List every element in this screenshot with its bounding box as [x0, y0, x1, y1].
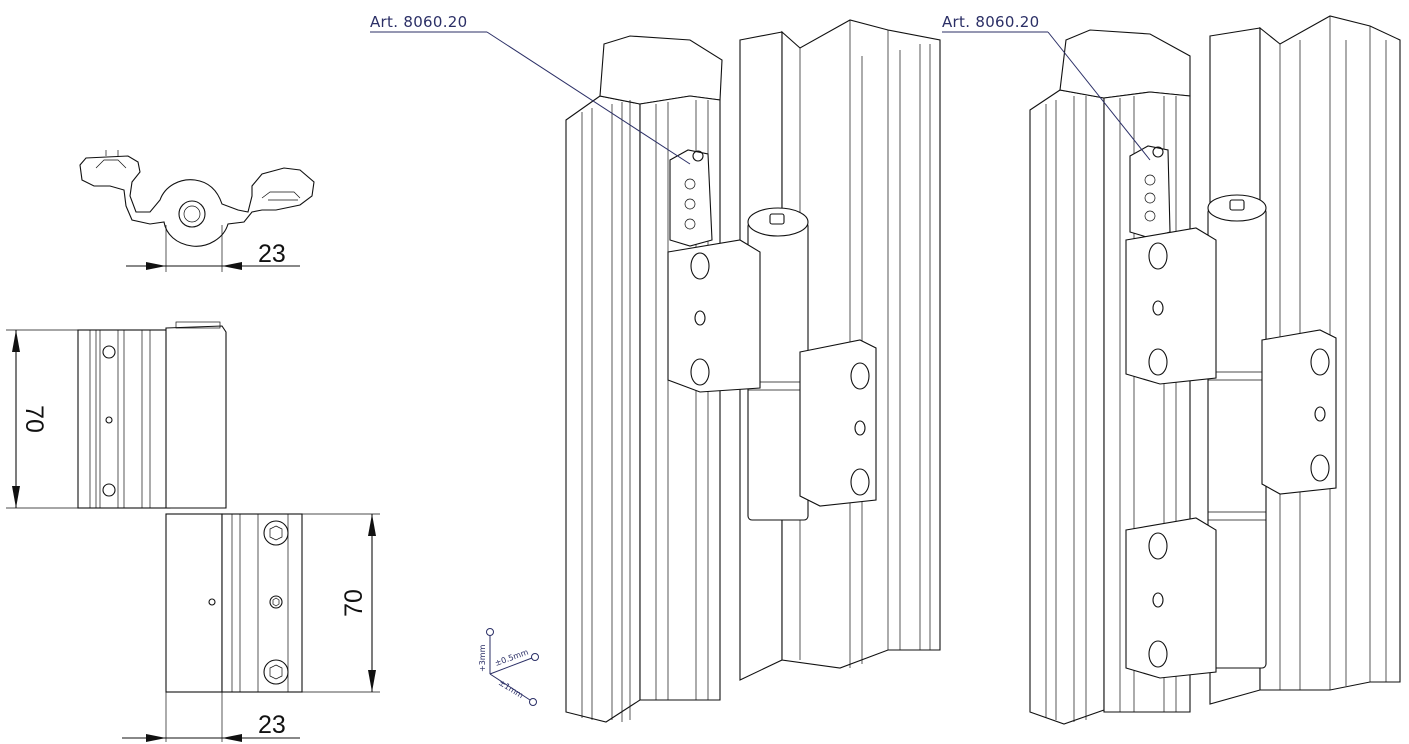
dim-label-frame: 70 — [340, 589, 368, 617]
article-label-left: Art. 8060.20 — [370, 13, 467, 31]
dim-label-leaf: 70 — [20, 405, 48, 433]
hinge-frame-front — [165, 513, 303, 693]
dim-top-width: 23 — [126, 225, 300, 272]
adjustment-axes-icon: +3mm ±0.5mm ±1mm — [478, 628, 539, 706]
article-label-right: Art. 8060.20 — [942, 13, 1039, 31]
isometric-assembly-left — [565, 19, 941, 723]
adjust-depth-label: ±1mm — [497, 678, 525, 700]
hinge-top-view — [79, 150, 315, 247]
dim-label-bottom: 23 — [258, 711, 286, 739]
callout-right: Art. 8060.20 — [942, 13, 1151, 161]
adjust-lateral-label: ±0.5mm — [494, 647, 530, 668]
dim-bottom-width: 23 — [122, 692, 300, 742]
dim-leaf-height: 70 — [6, 329, 78, 509]
isometric-assembly-right — [1029, 15, 1401, 725]
callout-left: Art. 8060.20 — [370, 13, 691, 165]
dim-frame-height: 70 — [302, 513, 380, 693]
hinge-leaf-front — [77, 321, 227, 509]
dim-label-top: 23 — [258, 240, 286, 268]
adjust-vertical-label: +3mm — [478, 644, 487, 672]
